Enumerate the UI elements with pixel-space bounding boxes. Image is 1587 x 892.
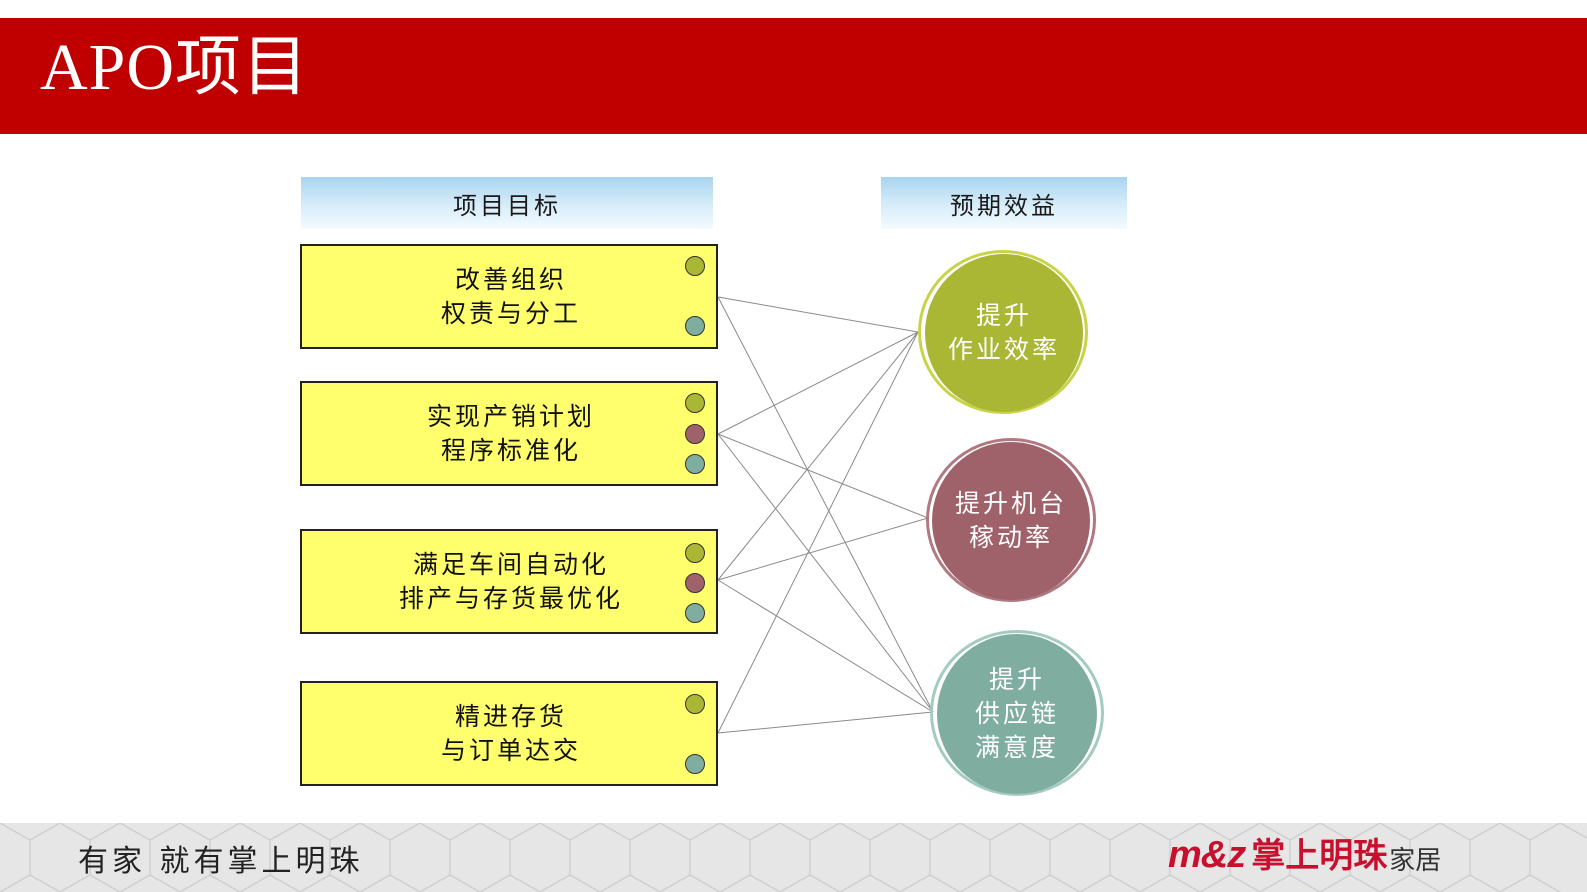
footer-hex-pattern — [0, 823, 1587, 892]
benefit-circle-utilization: 提升机台 稼动率 — [932, 442, 1090, 600]
connector-line — [717, 331, 919, 734]
goal-box-scheduling: 满足车间自动化 排产与存货最优化 — [300, 529, 718, 634]
page-title: APO项目 — [40, 31, 310, 104]
goal-label-line2: 权责与分工 — [440, 298, 581, 328]
benefit-label-line3: 满意度 — [974, 733, 1059, 762]
green-dot-marker — [685, 694, 705, 714]
logo-name: 掌上明珠 — [1251, 836, 1388, 876]
connector-line — [717, 433, 929, 519]
connector-line — [717, 517, 929, 581]
goal-label-line1: 改善组织 — [454, 264, 567, 294]
benefit-label-line1: 提升 — [988, 665, 1045, 694]
goal-box-inventory: 精进存货 与订单达交 — [300, 681, 718, 786]
red-dot-marker — [685, 424, 705, 444]
teal-dot-marker — [685, 454, 705, 474]
green-dot-marker — [685, 393, 705, 413]
connector-line — [717, 711, 934, 734]
red-dot-marker — [685, 573, 705, 593]
connector-line — [717, 579, 934, 713]
connector-line — [717, 331, 919, 435]
teal-dot-marker — [685, 316, 705, 336]
benefit-label-line1: 提升 — [975, 301, 1032, 330]
connector-line — [717, 296, 919, 333]
goal-label-line2: 程序标准化 — [440, 435, 581, 465]
logo-suffix: 家居 — [1389, 846, 1442, 876]
teal-dot-marker — [685, 754, 705, 774]
goal-label-line1: 满足车间自动化 — [412, 549, 609, 579]
footer-slogan: 有家 就有掌上明珠 — [78, 844, 364, 879]
benefit-label-line2: 作业效率 — [947, 335, 1060, 364]
brand-logo: m&z 掌上明珠 家居 — [1168, 833, 1441, 877]
goal-label-line1: 实现产销计划 — [426, 401, 595, 431]
goal-label-line2: 排产与存货最优化 — [398, 583, 623, 613]
goals-column-header: 项目目标 — [301, 177, 713, 229]
connector-line — [717, 433, 934, 713]
goal-label-line2: 与订单达交 — [440, 735, 581, 765]
goal-box-planning: 实现产销计划 程序标准化 — [300, 381, 718, 486]
teal-dot-marker — [685, 603, 705, 623]
goal-box-organization: 改善组织 权责与分工 — [300, 244, 718, 349]
green-dot-marker — [685, 256, 705, 276]
benefit-label-line1: 提升机台 — [954, 489, 1067, 518]
connector-line — [717, 296, 934, 713]
benefit-label-line2: 供应链 — [974, 699, 1059, 728]
footer-bar — [0, 823, 1587, 892]
benefit-circle-efficiency: 提升 作业效率 — [925, 254, 1083, 412]
benefit-circle-supply-chain: 提升 供应链 满意度 — [937, 634, 1097, 794]
benefit-label-line2: 稼动率 — [968, 523, 1053, 552]
green-dot-marker — [685, 543, 705, 563]
connector-line — [717, 331, 919, 581]
header-bar — [0, 18, 1587, 134]
logo-mark: m&z — [1168, 834, 1246, 876]
benefits-column-header: 预期效益 — [881, 177, 1127, 229]
goal-label-line1: 精进存货 — [454, 701, 567, 731]
